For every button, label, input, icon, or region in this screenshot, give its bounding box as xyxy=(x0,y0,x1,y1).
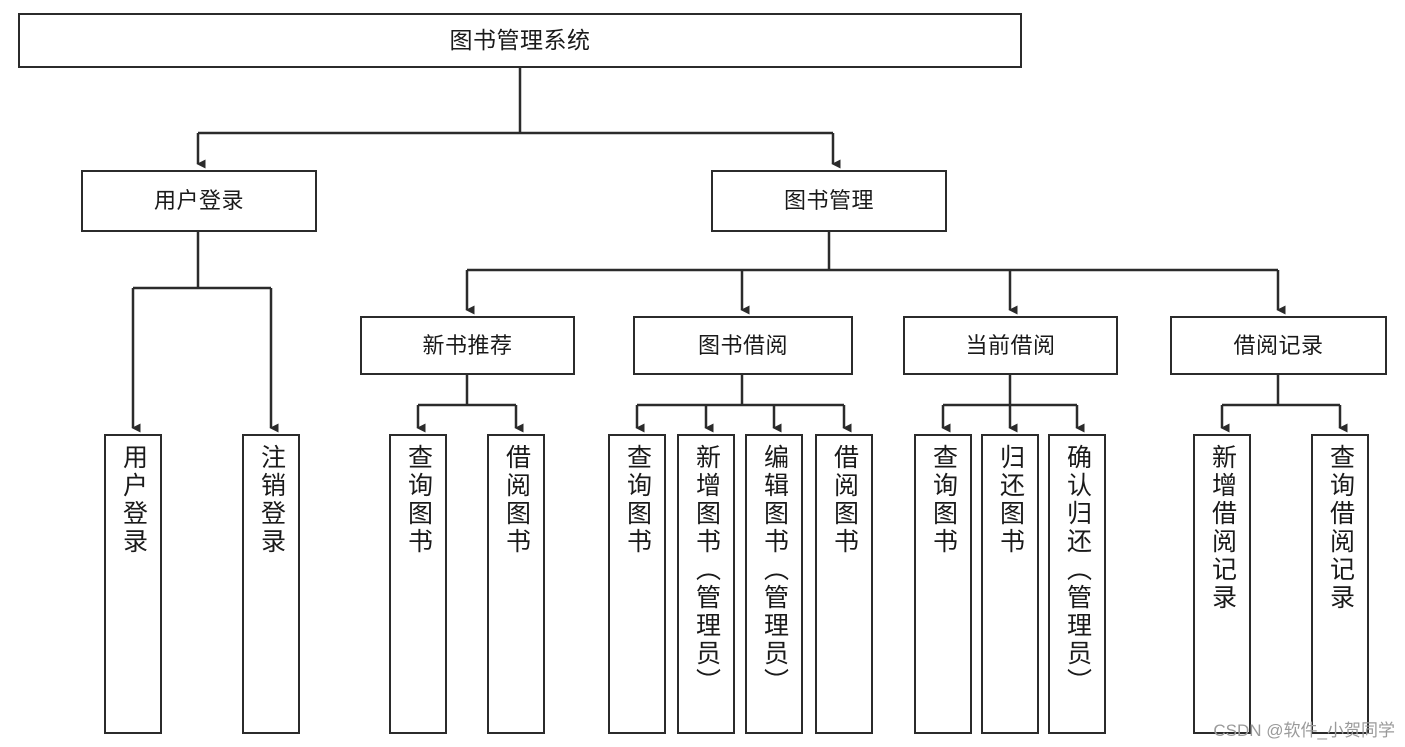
leaf-query-borrow-record[interactable]: 查询借阅记录 xyxy=(1311,434,1369,734)
node-label: 新增图书（管理员） xyxy=(692,444,721,696)
leaf-query-book-borrow[interactable]: 查询图书 xyxy=(608,434,666,734)
leaf-confirm-return-admin[interactable]: 确认归还（管理员） xyxy=(1048,434,1106,734)
node-label: 借阅图书 xyxy=(830,444,859,556)
node-label: 查询图书 xyxy=(404,444,433,556)
leaf-user-login[interactable]: 用户登录 xyxy=(104,434,162,734)
leaf-borrow-book-recommend[interactable]: 借阅图书 xyxy=(487,434,545,734)
leaf-borrow-book[interactable]: 借阅图书 xyxy=(815,434,873,734)
node-book-management[interactable]: 图书管理 xyxy=(711,170,947,232)
node-label: 图书管理系统 xyxy=(449,27,591,54)
node-book-borrow[interactable]: 图书借阅 xyxy=(633,316,853,375)
leaf-add-book-admin[interactable]: 新增图书（管理员） xyxy=(677,434,735,734)
node-current-borrow[interactable]: 当前借阅 xyxy=(903,316,1118,375)
node-borrow-record[interactable]: 借阅记录 xyxy=(1170,316,1387,375)
node-label: 归还图书 xyxy=(996,444,1025,556)
node-label: 借阅记录 xyxy=(1233,332,1324,358)
leaf-query-book-current[interactable]: 查询图书 xyxy=(914,434,972,734)
leaf-query-book-recommend[interactable]: 查询图书 xyxy=(389,434,447,734)
leaf-return-book[interactable]: 归还图书 xyxy=(981,434,1039,734)
node-label: 借阅图书 xyxy=(502,444,531,556)
node-label: 新书推荐 xyxy=(422,332,513,358)
leaf-logout[interactable]: 注销登录 xyxy=(242,434,300,734)
node-user-login[interactable]: 用户登录 xyxy=(81,170,317,232)
node-label: 查询图书 xyxy=(623,444,652,556)
node-label: 确认归还（管理员） xyxy=(1063,444,1092,696)
node-root-system[interactable]: 图书管理系统 xyxy=(18,13,1022,68)
node-new-book-recommend[interactable]: 新书推荐 xyxy=(360,316,575,375)
node-label: 查询图书 xyxy=(929,444,958,556)
node-label: 当前借阅 xyxy=(965,332,1056,358)
node-label: 查询借阅记录 xyxy=(1326,444,1355,612)
watermark: CSDN @软件_小贺同学 xyxy=(1213,721,1395,740)
node-label: 编辑图书（管理员） xyxy=(760,444,789,696)
node-label: 图书管理 xyxy=(783,188,874,214)
leaf-edit-book-admin[interactable]: 编辑图书（管理员） xyxy=(745,434,803,734)
leaf-add-borrow-record[interactable]: 新增借阅记录 xyxy=(1193,434,1251,734)
node-label: 图书借阅 xyxy=(697,332,788,358)
node-label: 新增借阅记录 xyxy=(1208,444,1237,612)
node-label: 用户登录 xyxy=(119,444,148,556)
node-label: 注销登录 xyxy=(257,444,286,556)
node-label: 用户登录 xyxy=(153,188,244,214)
